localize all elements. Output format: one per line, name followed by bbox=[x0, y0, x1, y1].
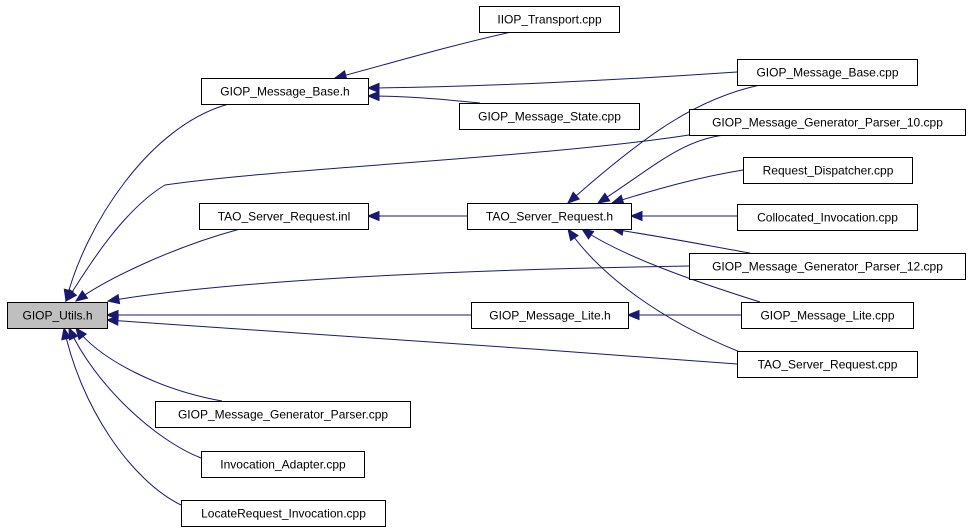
edge-req_disp-to-srv_h bbox=[611, 169, 744, 204]
node-gp12[interactable]: GIOP_Message_Generator_Parser_12.cpp bbox=[689, 253, 966, 280]
node-box-srv_inl bbox=[199, 203, 369, 230]
node-box-base_cpp bbox=[737, 59, 918, 86]
arrowhead-gp10-to-utils bbox=[65, 288, 78, 303]
arrowhead-srv_h-to-srv_inl bbox=[366, 210, 380, 222]
edge-gp12-to-utils bbox=[107, 265, 690, 302]
node-label-gp12: GIOP_Message_Generator_Parser_12.cpp bbox=[712, 260, 943, 274]
node-srv_cpp[interactable]: TAO_Server_Request.cpp bbox=[737, 351, 918, 378]
node-label-lite_h: GIOP_Message_Lite.h bbox=[489, 309, 610, 323]
node-inv_adapt[interactable]: Invocation_Adapter.cpp bbox=[201, 451, 365, 478]
node-base_h[interactable]: GIOP_Message_Base.h bbox=[201, 78, 369, 105]
arrowhead-req_disp-to-srv_h bbox=[610, 194, 625, 205]
node-box-gp12 bbox=[689, 253, 966, 280]
node-box-gp bbox=[155, 401, 411, 428]
node-label-srv_inl: TAO_Server_Request.inl bbox=[218, 210, 351, 224]
arrowhead-base_cpp-to-srv_h bbox=[567, 191, 581, 204]
edge-state-to-base_h bbox=[367, 95, 481, 104]
node-utils: GIOP_Utils.h bbox=[7, 302, 108, 329]
node-lite_h[interactable]: GIOP_Message_Lite.h bbox=[471, 302, 629, 329]
node-box-loc_req bbox=[181, 500, 386, 527]
node-label-state: GIOP_Message_State.cpp bbox=[478, 110, 621, 124]
node-box-iiop bbox=[479, 6, 620, 33]
node-gp[interactable]: GIOP_Message_Generator_Parser.cpp bbox=[155, 401, 411, 428]
node-label-inv_adapt: Invocation_Adapter.cpp bbox=[220, 458, 346, 472]
arrowhead-srv_inl-to-utils bbox=[74, 289, 89, 302]
arrowhead-gp-to-utils bbox=[75, 326, 88, 341]
arrowhead-srv_cpp-to-utils bbox=[105, 315, 119, 326]
node-base_cpp[interactable]: GIOP_Message_Base.cpp bbox=[737, 59, 918, 86]
arrowhead-gp10-to-srv_h bbox=[596, 192, 611, 204]
arrowhead-loc_req-to-utils bbox=[61, 326, 72, 341]
node-box-lite_h bbox=[471, 302, 629, 329]
edge-gp10-to-utils bbox=[65, 134, 690, 302]
node-label-coll_inv: Collocated_Invocation.cpp bbox=[757, 211, 898, 225]
node-coll_inv[interactable]: Collocated_Invocation.cpp bbox=[737, 204, 918, 231]
node-box-req_disp bbox=[743, 157, 913, 184]
node-label-srv_h: TAO_Server_Request.h bbox=[486, 210, 613, 224]
node-label-base_h: GIOP_Message_Base.h bbox=[220, 85, 349, 99]
node-label-utils: GIOP_Utils.h bbox=[22, 309, 92, 323]
arrowhead-coll_inv-to-srv_h bbox=[629, 210, 643, 222]
node-label-srv_cpp: TAO_Server_Request.cpp bbox=[758, 358, 898, 372]
arrowhead-lite_cpp-to-srv_h bbox=[580, 228, 595, 240]
edge-gp10-to-srv_h bbox=[597, 134, 726, 204]
node-box-gp10 bbox=[689, 109, 966, 136]
node-box-srv_cpp bbox=[737, 351, 918, 378]
edge-base_cpp-to-srv_h bbox=[567, 84, 761, 204]
arrowhead-lite_cpp-to-lite_h bbox=[626, 309, 640, 321]
edge-iiop-to-base_h bbox=[334, 31, 512, 79]
edge-srv_cpp-to-srv_h bbox=[567, 228, 741, 353]
node-box-inv_adapt bbox=[201, 451, 365, 478]
edge-inv_adapt-to-utils bbox=[68, 327, 202, 459]
node-srv_h[interactable]: TAO_Server_Request.h bbox=[467, 203, 632, 230]
edge-base_cpp-to-base_h bbox=[367, 71, 738, 89]
node-lite_cpp[interactable]: GIOP_Message_Lite.cpp bbox=[741, 302, 914, 329]
node-label-req_disp: Request_Dispatcher.cpp bbox=[763, 164, 894, 178]
node-box-lite_cpp bbox=[741, 302, 914, 329]
edge-lite_cpp-to-srv_h bbox=[581, 228, 761, 303]
arrowhead-inv_adapt-to-utils bbox=[68, 326, 79, 341]
node-gp10[interactable]: GIOP_Message_Generator_Parser_10.cpp bbox=[689, 109, 966, 136]
node-label-gp10: GIOP_Message_Generator_Parser_10.cpp bbox=[712, 116, 943, 130]
edge-srv_cpp-to-utils bbox=[106, 319, 738, 365]
arrowhead-state-to-base_h bbox=[366, 90, 380, 102]
edge-base_h-to-utils bbox=[65, 103, 230, 302]
node-loc_req[interactable]: LocateRequest_Invocation.cpp bbox=[181, 500, 386, 527]
arrowhead-gp12-to-utils bbox=[106, 293, 121, 305]
arrowhead-base_cpp-to-base_h bbox=[366, 82, 380, 94]
edge-loc_req-to-utils bbox=[63, 327, 182, 506]
node-box-srv_h bbox=[467, 203, 632, 230]
node-label-loc_req: LocateRequest_Invocation.cpp bbox=[201, 507, 366, 521]
node-label-base_cpp: GIOP_Message_Base.cpp bbox=[756, 66, 898, 80]
node-box-base_h bbox=[201, 78, 369, 105]
edge-gp-to-utils bbox=[75, 327, 223, 402]
node-state[interactable]: GIOP_Message_State.cpp bbox=[459, 103, 640, 130]
node-iiop[interactable]: IIOP_Transport.cpp bbox=[479, 6, 620, 33]
edge-gp12-to-srv_h bbox=[611, 228, 751, 254]
edge-srv_inl-to-utils bbox=[75, 228, 241, 302]
node-box-coll_inv bbox=[737, 204, 918, 231]
node-req_disp[interactable]: Request_Dispatcher.cpp bbox=[743, 157, 913, 184]
node-srv_inl[interactable]: TAO_Server_Request.inl bbox=[199, 203, 369, 230]
node-label-lite_cpp: GIOP_Message_Lite.cpp bbox=[760, 309, 894, 323]
edge-layer bbox=[61, 31, 761, 506]
arrowhead-srv_cpp-to-srv_h bbox=[567, 227, 579, 242]
node-label-iiop: IIOP_Transport.cpp bbox=[497, 13, 602, 27]
node-layer: GIOP_Utils.h GIOP_Message_Base.h IIOP_Tran… bbox=[7, 6, 966, 527]
node-box-state bbox=[459, 103, 640, 130]
node-box-utils bbox=[7, 302, 108, 329]
node-label-gp: GIOP_Message_Generator_Parser.cpp bbox=[178, 408, 388, 422]
